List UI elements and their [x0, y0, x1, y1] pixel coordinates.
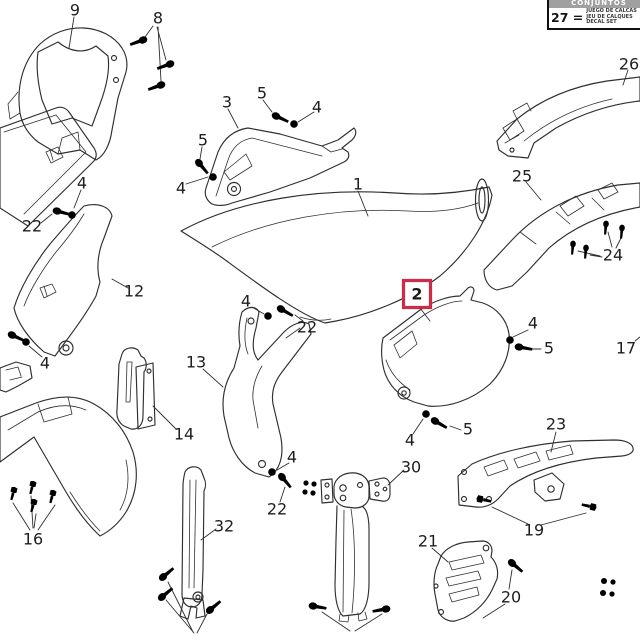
- bolt-icon: [27, 480, 37, 495]
- screw-icon: [128, 35, 149, 49]
- washer-icon: [268, 468, 276, 476]
- part-label-2-15[interactable]: 2: [411, 285, 422, 304]
- right-fork-guard-part: [320, 472, 391, 623]
- bolt-icon: [28, 498, 38, 513]
- nut-icon: [610, 579, 616, 585]
- part-label-22-12: 22: [22, 217, 42, 236]
- washer-icon: [22, 338, 30, 346]
- part-label-4-28: 4: [405, 431, 415, 450]
- part-label-26-8: 26: [619, 55, 639, 74]
- nut-icon: [302, 489, 308, 495]
- callout-leader-lines: [12, 16, 640, 634]
- side-guard-part: [116, 347, 156, 430]
- part-label-24-10: 24: [603, 246, 623, 265]
- screw-icon: [204, 598, 223, 616]
- screw-icon: [146, 80, 167, 94]
- legend-line-english: DECAL SET: [586, 19, 617, 26]
- part-label-13-21: 13: [186, 353, 206, 372]
- part-label-4-14: 4: [40, 354, 50, 373]
- part-label-5-3: 5: [257, 84, 267, 103]
- left-side-panel-part: [204, 127, 357, 206]
- legend-line-french: JEU DE CALQUES: [586, 13, 633, 20]
- washer-icon: [264, 312, 272, 320]
- part-label-19-31: 19: [524, 521, 544, 540]
- screw-icon: [157, 565, 176, 583]
- screw-icon: [51, 206, 72, 218]
- rear-fender-lower-part: [474, 178, 640, 291]
- part-label-8-1: 8: [153, 9, 163, 28]
- screw-icon: [270, 110, 290, 126]
- part-label-4-19: 4: [241, 292, 251, 311]
- headlight-mask-part: [7, 27, 128, 161]
- legend-line-spanish: JUEGO DE CALCAS: [586, 8, 637, 14]
- right-side-panel-part[interactable]: [381, 286, 510, 407]
- left-fork-guard-part: [179, 466, 207, 620]
- screw-icon: [156, 585, 175, 603]
- part-label-5-5: 5: [198, 131, 208, 150]
- part-label-4-16: 4: [528, 314, 538, 333]
- screw-icon: [308, 601, 328, 612]
- screw-icon: [569, 240, 577, 255]
- legend-box: CONJUNTOS 27 = JUEGO DE CALCAS JEU DE CA…: [547, 0, 640, 30]
- rear-fender-upper-part: [496, 76, 640, 159]
- part-label-17-18: 17: [616, 339, 636, 358]
- part-label-5-17: 5: [544, 339, 554, 358]
- part-label-9-0: 9: [70, 1, 80, 20]
- seat-part: [180, 186, 493, 324]
- part-label-22-20: 22: [297, 318, 317, 337]
- washer-icon: [290, 120, 298, 128]
- screw-icon: [193, 157, 211, 176]
- part-label-3-2: 3: [222, 93, 232, 112]
- screw-icon: [514, 342, 534, 353]
- part-label-12-13: 12: [124, 282, 144, 301]
- part-label-16-25: 16: [23, 530, 43, 549]
- washer-icon: [209, 173, 217, 181]
- selected-part-highlight-box[interactable]: [401, 278, 433, 310]
- part-label-1-7: 1: [353, 175, 363, 194]
- part-label-21-32: 21: [418, 532, 438, 551]
- right-radiator-shroud-part: [222, 306, 312, 478]
- part-label-30-27: 30: [401, 458, 421, 477]
- part-label-4-6: 4: [176, 179, 186, 198]
- bolt-icon: [47, 489, 57, 504]
- mount-bracket-part: [0, 361, 33, 393]
- left-radiator-shroud-part: [13, 204, 113, 357]
- part-label-25-9: 25: [512, 167, 532, 186]
- screw-icon: [506, 557, 525, 575]
- chain-guard-part: [457, 439, 634, 508]
- part-label-14-22: 14: [174, 425, 194, 444]
- part-label-20-33: 20: [501, 588, 521, 607]
- part-label-4-11: 4: [77, 174, 87, 193]
- screw-icon: [429, 415, 449, 431]
- nut-icon: [311, 481, 317, 487]
- screw-icon: [155, 59, 176, 73]
- bolt-icon: [581, 501, 598, 512]
- screw-icon: [618, 224, 626, 239]
- screw-icon: [582, 244, 590, 259]
- washer-icon: [422, 410, 430, 418]
- part-label-32-26: 32: [214, 517, 234, 536]
- part-label-4-23: 4: [287, 448, 297, 467]
- part-label-22-24: 22: [267, 500, 287, 519]
- front-number-plate-part: [0, 106, 97, 227]
- part-label-23-30: 23: [546, 415, 566, 434]
- part-label-5-29: 5: [463, 420, 473, 439]
- washer-icon: [599, 589, 607, 597]
- nut-icon: [303, 480, 309, 486]
- washer-icon: [68, 211, 76, 219]
- sprocket-cover-part: [433, 540, 499, 622]
- legend-header: CONJUNTOS: [549, 0, 640, 8]
- screw-icon: [371, 604, 391, 615]
- nut-icon: [609, 591, 615, 597]
- bolt-icon: [8, 486, 18, 501]
- washer-icon: [506, 336, 514, 344]
- legend-key-number: 27 =: [551, 9, 584, 25]
- washer-icon: [600, 577, 608, 585]
- part-label-4-4: 4: [312, 98, 322, 117]
- front-fender-part: [0, 396, 137, 537]
- nut-icon: [310, 490, 316, 496]
